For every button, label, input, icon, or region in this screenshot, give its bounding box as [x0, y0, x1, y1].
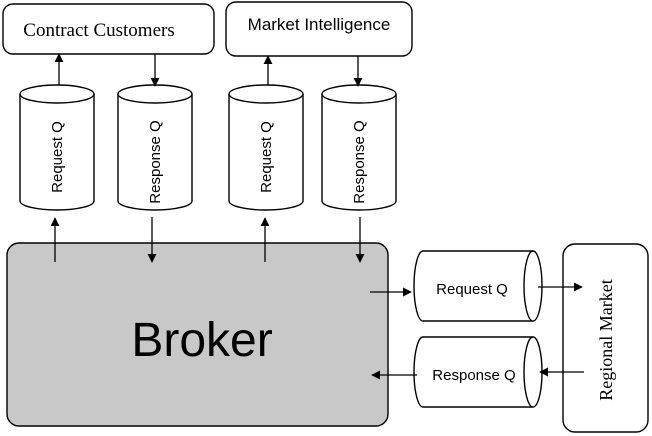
rm-response-queue-label: Response Q: [432, 367, 515, 384]
market-intelligence-node: Market Intelligence: [225, 1, 413, 57]
mi-request-queue-label: Request Q: [258, 121, 275, 193]
regional-market-node: Regional Market: [562, 243, 649, 433]
rm-request-queue-label: Request Q: [436, 281, 508, 298]
rm-response-queue: Response Q: [413, 336, 543, 408]
broker-node: Broker: [6, 242, 389, 427]
cc-response-queue: Response Q: [117, 84, 193, 211]
contract-customers-label: Contract Customers: [23, 20, 174, 41]
mi-request-queue: Request Q: [228, 84, 304, 211]
broker-label: Broker: [131, 314, 272, 367]
regional-market-label: Regional Market: [596, 279, 616, 400]
cc-request-queue: Request Q: [19, 84, 95, 211]
cc-request-queue-label: Request Q: [49, 121, 66, 193]
rm-request-queue: Request Q: [413, 250, 543, 322]
contract-customers-node: Contract Customers: [2, 3, 215, 55]
cc-response-queue-label: Response Q: [147, 120, 164, 203]
mi-response-queue: Response Q: [321, 84, 397, 211]
mi-response-queue-label: Response Q: [351, 120, 368, 203]
market-intelligence-label: Market Intelligence: [248, 15, 391, 34]
